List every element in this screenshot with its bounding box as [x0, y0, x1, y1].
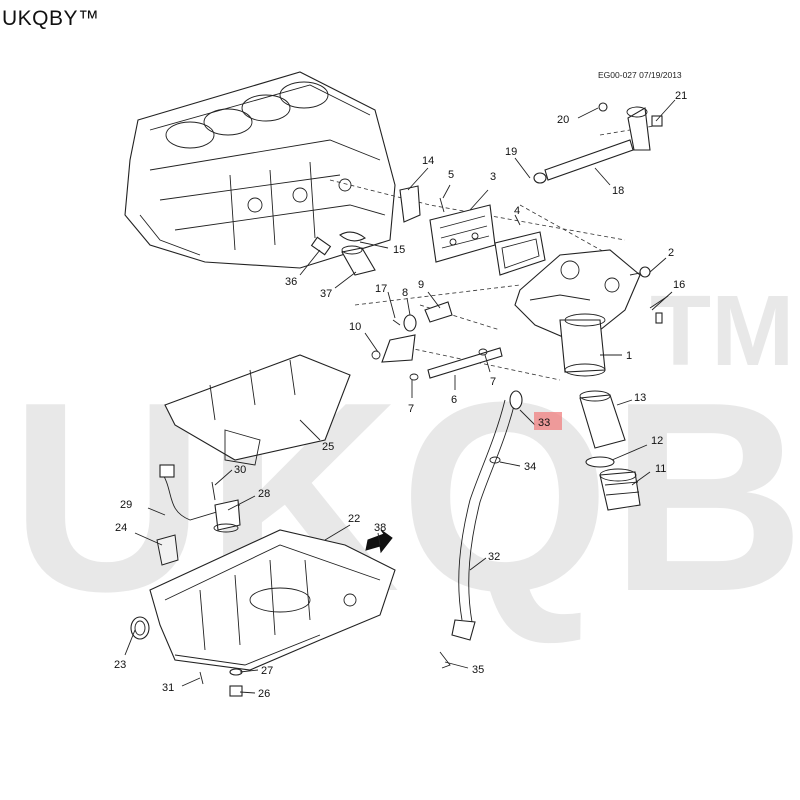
callout-5: 5	[448, 169, 454, 181]
part-5-bolt	[439, 197, 445, 213]
part-14-gasket	[399, 185, 421, 223]
callout-18: 18	[612, 185, 624, 197]
brand-label: UKQBY™	[2, 7, 100, 30]
part-17-clip	[392, 319, 401, 326]
callout-6: 6	[451, 394, 457, 406]
part-18-coolant-pipe	[544, 106, 651, 181]
callout-15: 15	[393, 244, 405, 256]
part-11-filter-cap	[599, 468, 641, 511]
callout-13: 13	[634, 392, 646, 404]
callout-leader-lines	[124, 99, 676, 694]
part-6-coolant-tube	[427, 347, 503, 379]
callout-37: 37	[320, 288, 332, 300]
part-20-clip	[598, 102, 608, 112]
part-36-sensor	[310, 236, 332, 256]
callout-11: 11	[655, 463, 666, 475]
part-34-o-ring	[489, 456, 501, 464]
watermark-trademark: TM	[650, 275, 794, 387]
part-31-bolt	[199, 671, 204, 685]
part-30-bolt	[211, 481, 216, 501]
callout-25: 25	[322, 441, 334, 453]
callout-7-left: 7	[408, 403, 414, 415]
callout-7-right: 7	[490, 376, 496, 388]
watermark-text: UKQBY	[10, 347, 800, 648]
callout-24: 24	[115, 522, 127, 534]
part-10-coolant-fitting	[371, 334, 416, 363]
callout-16: 16	[673, 279, 685, 291]
callout-17: 17	[375, 283, 387, 295]
callout-26: 26	[258, 688, 270, 700]
part-24-level-sensor	[156, 534, 179, 566]
callout-28: 28	[258, 488, 270, 500]
part-15-seal	[339, 231, 367, 242]
part-37-sleeve	[341, 245, 376, 276]
callout-32: 32	[488, 551, 500, 563]
part-13-oil-filter	[579, 390, 626, 449]
callout-27: 27	[261, 665, 273, 677]
callout-29: 29	[120, 499, 132, 511]
part-23-plug	[130, 616, 150, 640]
part-29-wiring-harness	[159, 464, 241, 521]
callout-35: 35	[472, 664, 484, 676]
part-19-o-ring	[533, 172, 547, 184]
callout-20: 20	[557, 114, 569, 126]
part-9-connector	[424, 301, 453, 323]
callout-33: 33	[538, 417, 550, 429]
callout-14: 14	[422, 155, 434, 167]
callout-1: 1	[626, 350, 632, 362]
part-26-drain-plug	[229, 685, 243, 697]
callout-19: 19	[505, 146, 517, 158]
callout-labels: 1 2 3 4 5 6 7 7 8 9 10 11 12 13 14 15 16…	[114, 90, 687, 700]
part-1-oil-filter-adapter	[514, 249, 641, 377]
callout-9: 9	[418, 279, 424, 291]
callout-34: 34	[524, 461, 536, 473]
part-35-bracket	[439, 651, 451, 669]
callout-8: 8	[402, 287, 408, 299]
part-32-dipstick-tube	[451, 399, 516, 641]
part-3-oil-cooler	[429, 204, 496, 263]
diagram-reference-code: EG00-027 07/19/2013	[598, 70, 682, 80]
callout-4: 4	[514, 205, 520, 217]
callout-36: 36	[285, 276, 297, 288]
callout-30: 30	[234, 464, 246, 476]
part-12-o-ring	[585, 456, 615, 468]
part-8-hose	[403, 314, 417, 332]
callout-33-highlight	[534, 412, 562, 430]
callout-2: 2	[668, 247, 674, 259]
part-22-oil-pan	[149, 529, 396, 671]
callout-21: 21	[675, 90, 687, 102]
callout-23: 23	[114, 659, 126, 671]
callout-22: 22	[348, 513, 360, 525]
part-21-fitting	[651, 115, 663, 127]
part-25-windage-tray	[164, 354, 351, 466]
callout-3: 3	[490, 171, 496, 183]
part-4-gasket	[494, 231, 546, 276]
part-33-dipstick	[509, 390, 523, 410]
callout-12: 12	[651, 435, 663, 447]
part-7-clips	[409, 348, 488, 381]
callout-31: 31	[162, 682, 174, 694]
callout-38: 38	[374, 522, 386, 534]
callout-10: 10	[349, 321, 361, 333]
